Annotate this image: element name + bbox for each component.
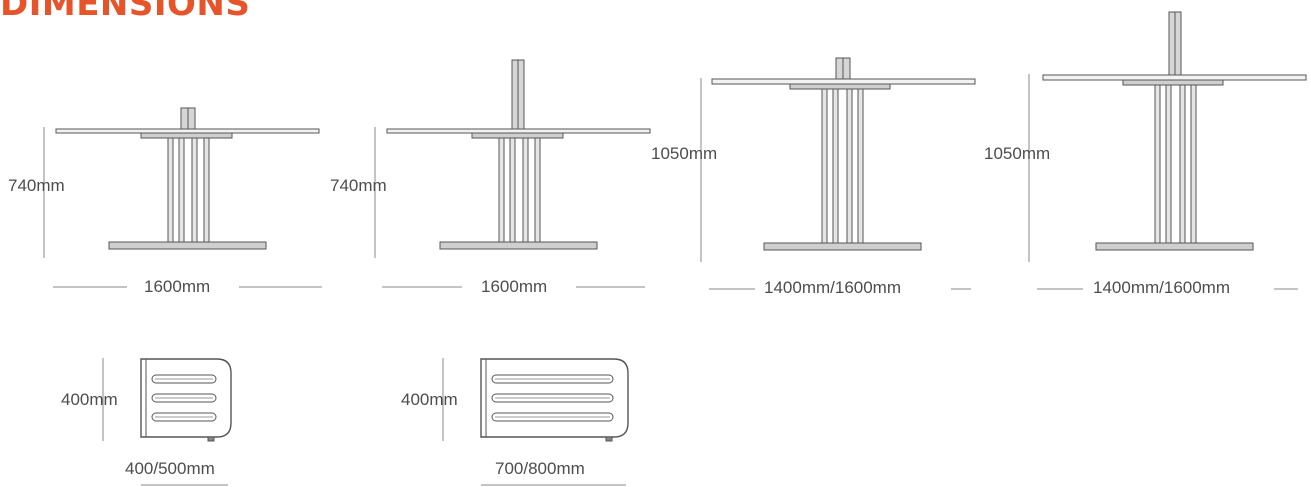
table-1-width-label: 1600mm: [144, 277, 211, 296]
pedestal-2-height-label: 400mm: [401, 390, 458, 409]
table-3-width-label: 1400mm/1600mm: [764, 278, 902, 297]
pedestal-2-width-label: 700/800mm: [495, 459, 585, 478]
pedestal-1-height-label: 400mm: [61, 390, 118, 409]
table-3-height-label: 1050mm: [651, 144, 718, 163]
pedestal-drawing-1: [103, 358, 231, 485]
table-4-width-label: 1400mm/1600mm: [1093, 278, 1231, 297]
table-drawing-2: [375, 60, 650, 287]
table-1-height-label: 740mm: [8, 176, 65, 195]
pedestal-1-width-label: 400/500mm: [125, 459, 215, 478]
table-drawing-3: [701, 58, 975, 289]
pedestal-drawing-2: [443, 358, 628, 485]
table-drawing-4: [1029, 12, 1306, 289]
table-4-height-label: 1050mm: [984, 144, 1051, 163]
table-2-height-label: 740mm: [330, 176, 387, 195]
section-title: DIMENSIONS: [0, 0, 251, 24]
table-drawing-1: [44, 108, 322, 287]
table-2-width-label: 1600mm: [481, 277, 548, 296]
